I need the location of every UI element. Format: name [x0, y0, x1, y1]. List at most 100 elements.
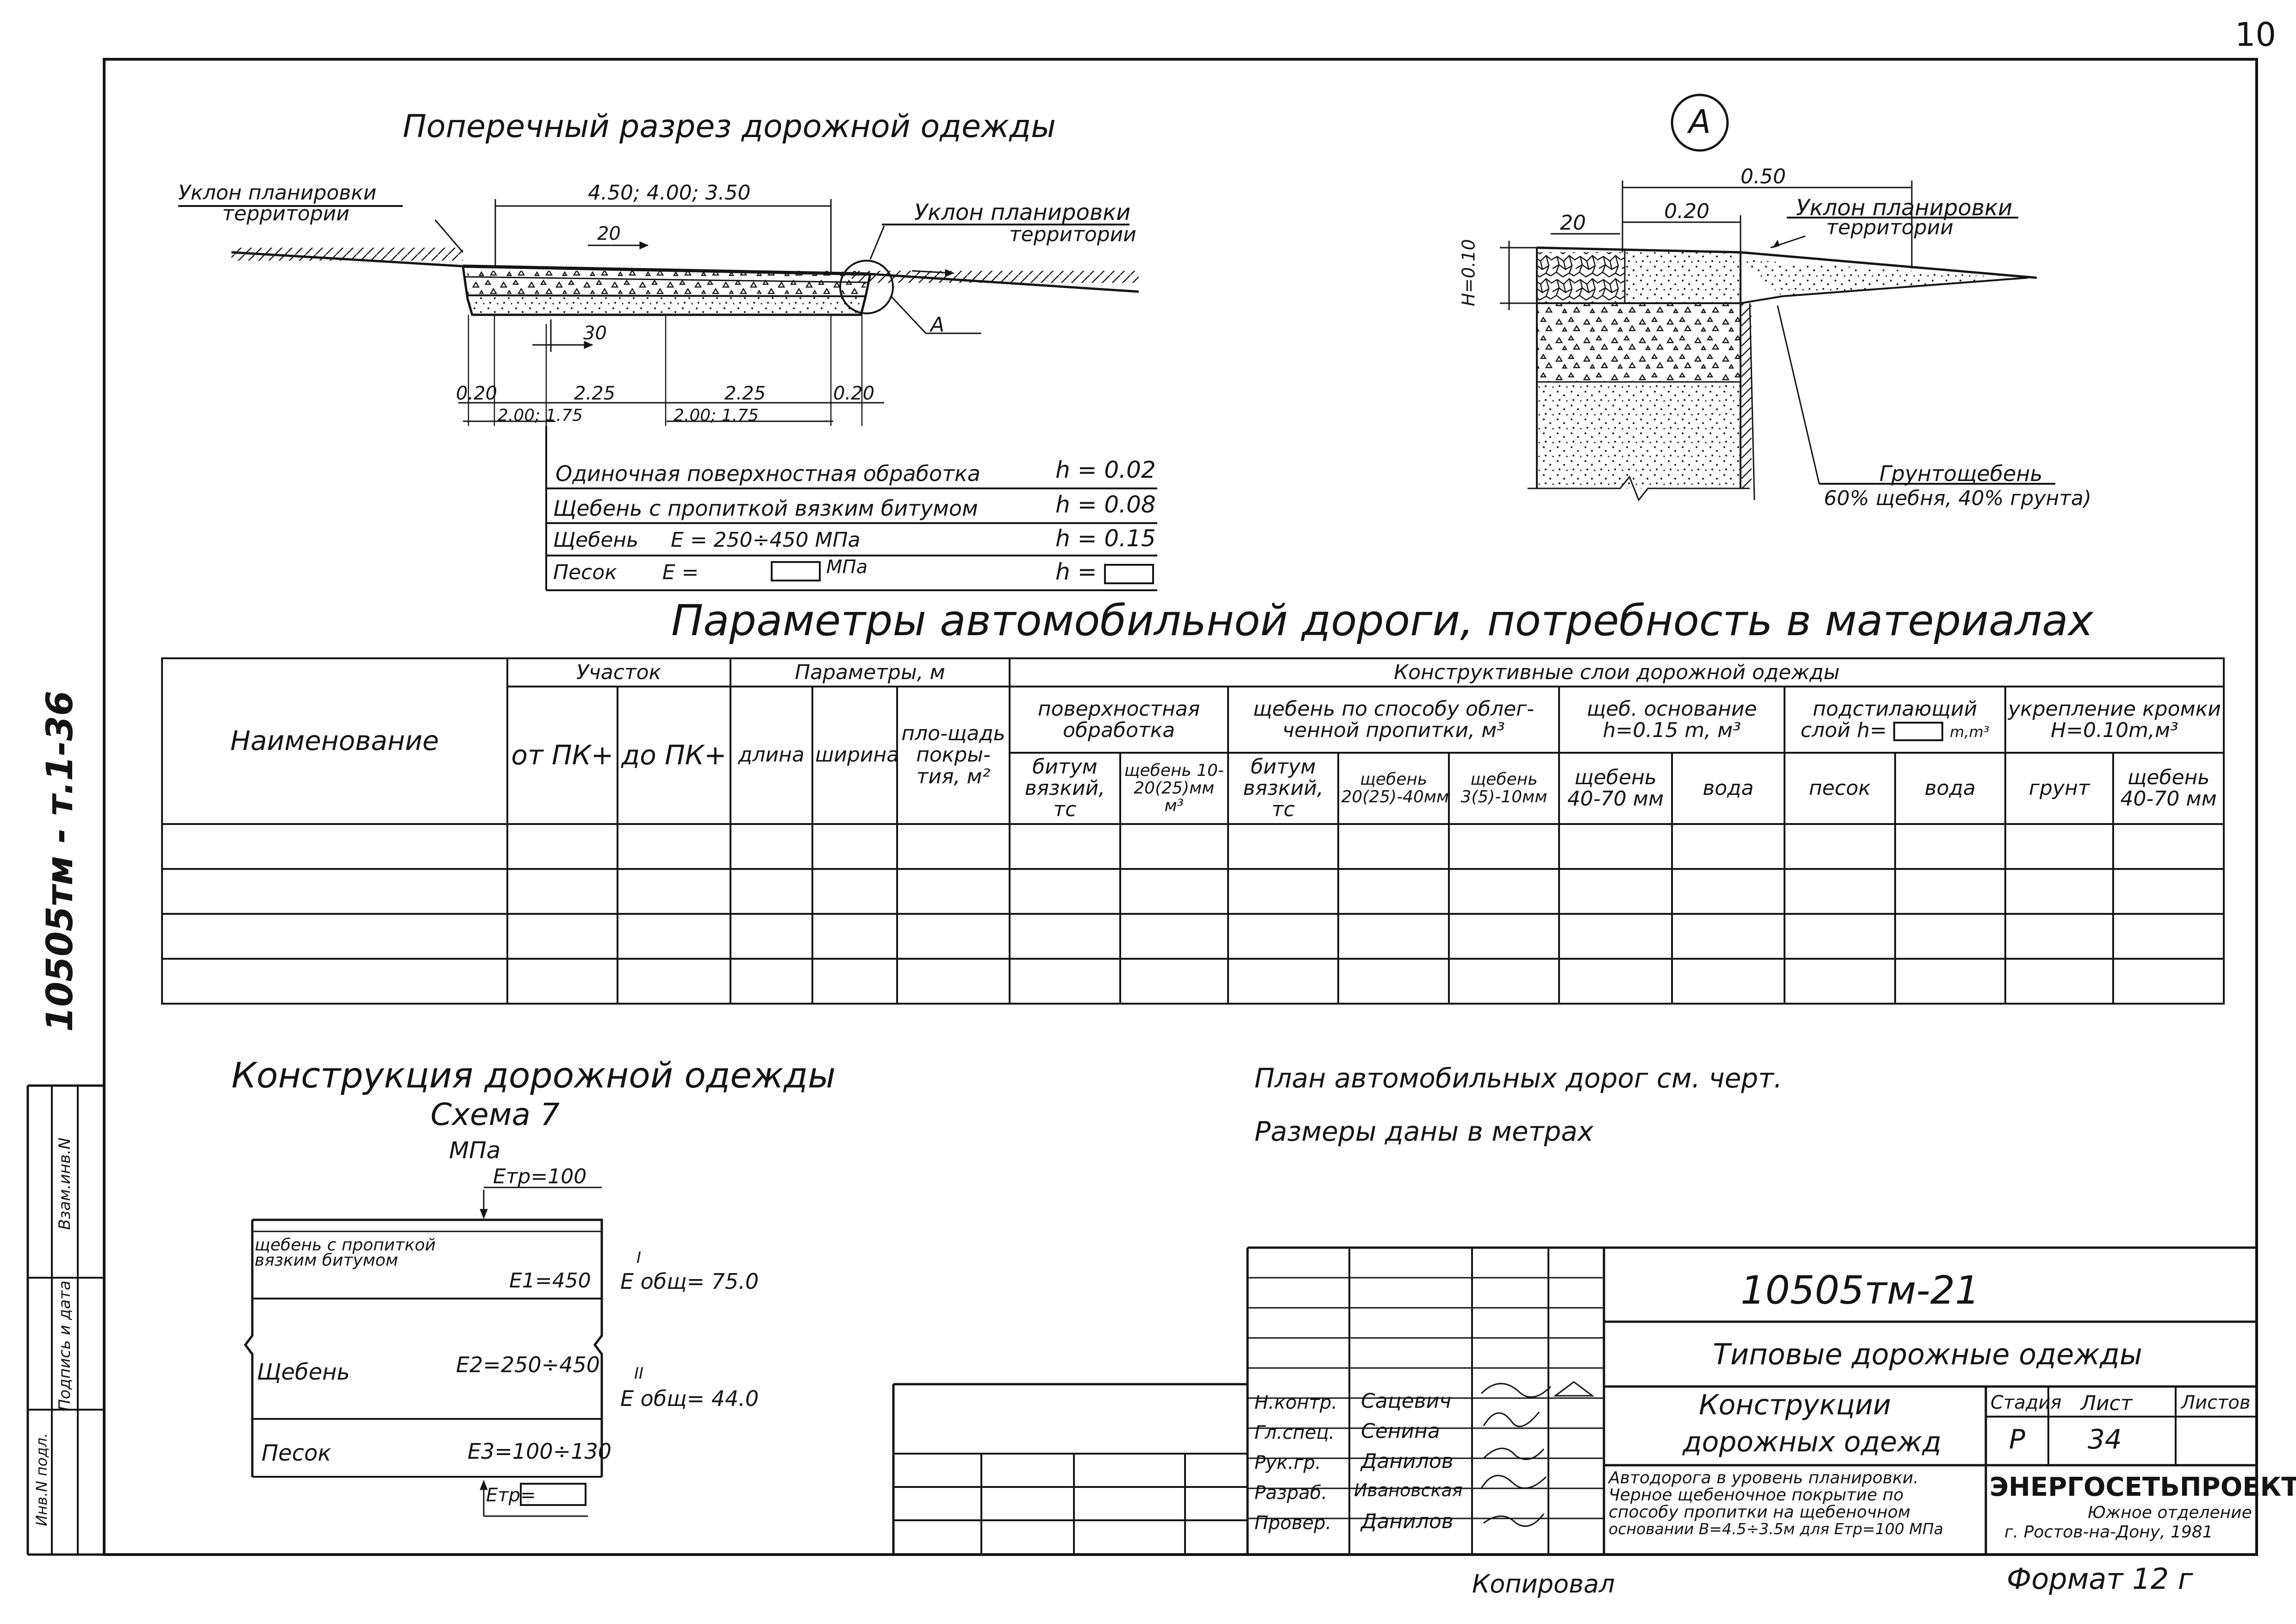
- dim-bottom-a: 2.00; 1.75: [498, 406, 583, 425]
- slope-right-line2: территории: [1009, 223, 1136, 246]
- sub-gravel-40-70-a: щебень 40-70 мм: [1558, 752, 1673, 825]
- detail-a-slope-line2: территории: [1826, 216, 1953, 239]
- note-plan: План автомобильных дорог см. черт.: [1254, 1062, 1783, 1094]
- tb-name-3: Данилов: [1361, 1449, 1454, 1473]
- tb-stage-h: Стадия: [1990, 1392, 2062, 1413]
- slope-left-line2: территории: [222, 202, 349, 225]
- detail-a-soil-line1: Грунтощебень: [1879, 461, 2043, 486]
- layer-2-name: Щебень с пропиткой вязким битумом: [553, 496, 978, 521]
- dim-225-a: 2.25: [574, 383, 616, 404]
- col-sublayer-line1: подстилающий: [1812, 697, 1978, 721]
- eobsh-1: E общ= 75.0: [620, 1269, 759, 1294]
- col-sublayer: подстилающий слой h= m,m³: [1784, 686, 2006, 754]
- dim-225-b: 2.25: [724, 383, 766, 404]
- detail-a-slope: 20: [1560, 211, 1586, 235]
- tb-name-1: Сацевич: [1361, 1389, 1452, 1413]
- layer-4-h: h =: [1055, 558, 1097, 585]
- tb-desc-1: Автодорога в уровень планировки.: [1609, 1468, 1919, 1487]
- eobsh-2: E общ= 44.0: [620, 1386, 759, 1411]
- layer-4-h-box: [1104, 564, 1154, 584]
- tb-title-line2: дорожных одежд: [1683, 1426, 1941, 1458]
- note-dimensions: Размеры даны в метрах: [1254, 1116, 1594, 1147]
- detail-a-marker: А: [1689, 103, 1711, 141]
- sub-bitum-2: битум вязкий, тс: [1227, 752, 1340, 825]
- tb-role-4: Разраб.: [1254, 1482, 1328, 1504]
- tb-title-line1: Конструкции: [1699, 1389, 1891, 1421]
- detail-a-dim-020: 0.20: [1664, 200, 1710, 223]
- construction-units: МПа: [449, 1137, 501, 1164]
- sub-soil: грунт: [2004, 752, 2115, 825]
- tb-org-sub-1: Южное отделение: [2088, 1503, 2252, 1522]
- layer-3-h: h = 0.15: [1055, 525, 1156, 552]
- col-from: от ПК+: [506, 686, 619, 825]
- tb-sheet-h: Лист: [2081, 1392, 2133, 1415]
- sub-bitum-1: битум вязкий, тс: [1009, 752, 1121, 825]
- tb-name-5: Данилов: [1361, 1510, 1454, 1533]
- cross-section-title: Поперечный разрез дорожной одежды: [403, 108, 1056, 145]
- table-row: [161, 957, 2225, 1005]
- sub-gravel-3-10: щебень 3(5)-10мм: [1447, 752, 1560, 825]
- construction-scheme: Схема 7: [430, 1097, 560, 1132]
- col-width: ширина: [811, 686, 899, 825]
- col-sublayer-box: [1893, 721, 1944, 741]
- etr-top: Етр=100: [493, 1165, 587, 1188]
- dim-020-left: 0.20: [456, 383, 498, 404]
- slope-30-label: 30: [583, 323, 607, 344]
- col-impregnation: щебень по способу облег-ченной пропитки,…: [1227, 686, 1560, 754]
- side-stamp-replace: Взам.инв.N: [56, 1137, 74, 1230]
- tb-code: 10505тм-21: [1741, 1268, 1980, 1313]
- col-base: щеб. основание h=0.15 m, м³: [1558, 686, 1786, 754]
- detail-a-slope-line1: Уклон планировки: [1796, 195, 2013, 221]
- col-surface: поверхностная обработка: [1009, 686, 1229, 754]
- col-sublayer-line2: слой h=: [1800, 718, 1887, 742]
- sub-water-1: вода: [1671, 752, 1786, 825]
- col-sublayer-unit: m,m³: [1950, 723, 1990, 741]
- layer1-name-line1: щебень с пропиткой: [255, 1236, 436, 1255]
- table-row: [161, 912, 2225, 960]
- tb-name-4: Ивановская: [1354, 1480, 1463, 1500]
- col-params-header: Параметры, м: [729, 657, 1011, 688]
- layer3-e: E3=100÷130: [468, 1439, 612, 1464]
- params-table-title: Параметры автомобильной дороги, потребно…: [671, 596, 2094, 645]
- side-stamp-sign: Подпись и дата: [56, 1280, 74, 1411]
- detail-a-drawing: [1500, 94, 2055, 501]
- layer-2-h: h = 0.08: [1055, 491, 1156, 518]
- sub-sand: песок: [1784, 752, 1896, 825]
- tb-role-5: Провер.: [1254, 1512, 1332, 1534]
- col-area: пло-щадь покры-тия, м²: [896, 686, 1011, 825]
- tb-role-3: Рук.гр.: [1254, 1452, 1321, 1474]
- table-row: [161, 868, 2225, 915]
- slope-20-label: 20: [597, 223, 621, 244]
- layer-3-name: Щебень Е = 250÷450 МПа: [553, 528, 861, 552]
- sub-gravel-10-20: щебень 10-20(25)мм м³: [1119, 752, 1229, 825]
- layer1-name-line2: вязким битумом: [255, 1251, 398, 1270]
- tb-sheet: 34: [2088, 1424, 2122, 1455]
- table-row: [161, 823, 2225, 870]
- title-block-lines: [892, 1246, 2257, 1555]
- slope-right-line1: Уклон планировки: [914, 200, 1131, 225]
- detail-a-height: H=0.10: [1458, 239, 1479, 306]
- col-length: длина: [729, 686, 814, 825]
- col-section-header: Участок: [506, 657, 731, 688]
- construction-title: Конструкция дорожной одежды: [231, 1055, 836, 1096]
- cross-section-drawing: [178, 199, 1157, 591]
- tb-desc-4: основании В=4.5÷3.5м для Етр=100 МПа: [1609, 1520, 1943, 1538]
- page-corner-number: 10: [2235, 16, 2277, 54]
- tb-role-2: Гл.спец.: [1254, 1422, 1335, 1443]
- detail-a-dim-050: 0.50: [1741, 165, 1786, 188]
- tb-series: Типовые дорожные одежды: [1713, 1337, 2142, 1371]
- col-edge: укрепление кромки H=0.10m,м³: [2004, 686, 2225, 754]
- dim-bottom-b: 2.00; 1.75: [674, 406, 759, 425]
- tb-sheets-h: Листов: [2181, 1392, 2251, 1413]
- etr-bottom: Етр=: [486, 1485, 536, 1506]
- tb-role-1: Н.контр.: [1254, 1392, 1337, 1413]
- params-table: Наименование Участок Параметры, м Констр…: [161, 657, 2225, 1005]
- width-top-dim: 4.50; 4.00; 3.50: [588, 181, 751, 205]
- tb-org-sub-2: г. Ростов-на-Дону, 1981: [2004, 1523, 2213, 1542]
- detail-a-soil-line2: 60% щебня, 40% грунта): [1824, 487, 2092, 510]
- drawing-frame: [26, 58, 2258, 1556]
- layer2-e: E2=250÷450: [456, 1352, 600, 1377]
- layer-1-h: h = 0.02: [1055, 456, 1156, 483]
- side-stamp-inv: Инв.N подл.: [33, 1433, 50, 1526]
